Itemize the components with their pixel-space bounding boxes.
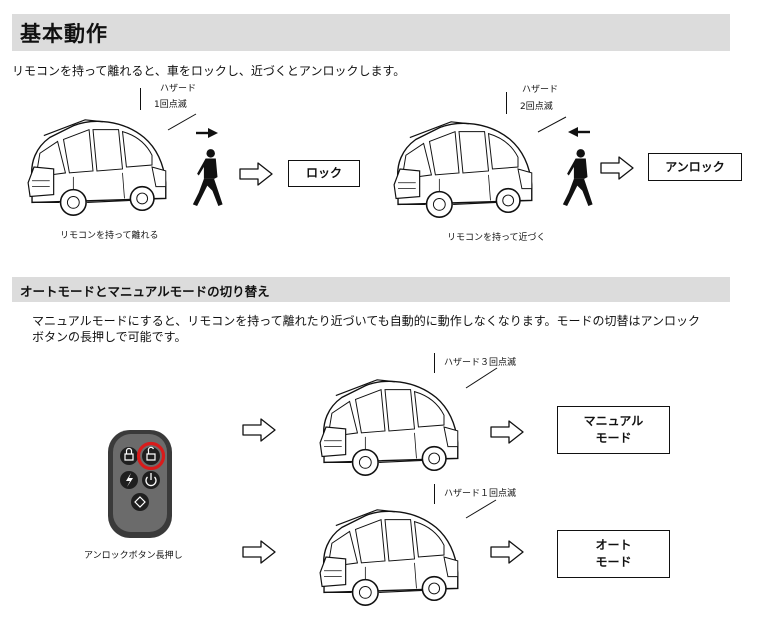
caption-leave: リモコンを持って離れる: [60, 231, 159, 241]
hazard-tick-right: [506, 92, 507, 114]
manual-mode-box: マニュアル モード: [557, 406, 670, 454]
arrow-right-icon: [196, 128, 218, 138]
lock-result-label: ロック: [305, 166, 342, 180]
flow-arrow-icon: [490, 420, 524, 444]
flow-arrow-icon: [239, 162, 273, 186]
hazard-manual-label: ハザード３回点滅: [444, 358, 517, 368]
hazard-count-left: 1回点滅: [154, 100, 187, 110]
manual-mode-line2: モード: [595, 431, 632, 445]
section1-header-bar: [12, 14, 730, 51]
flow-arrow-icon: [600, 156, 634, 180]
hazard-tick-auto: [434, 484, 435, 504]
manual-mode-line1: マニュアル: [583, 414, 644, 428]
section2-title: オートモードとマニュアルモードの切り替え: [20, 284, 270, 299]
van-right: [380, 110, 538, 228]
auto-mode-line2: モード: [595, 555, 632, 569]
section2-description-line1: マニュアルモードにすると、リモコンを持って離れたり近づいても自動的に動作しなくな…: [32, 314, 701, 328]
hazard-auto-label: ハザード１回点滅: [444, 489, 517, 499]
flow-arrow-icon: [490, 540, 524, 564]
van-auto: [306, 498, 464, 616]
section2-description-line2: ボタンの長押しで可能です。: [32, 330, 187, 344]
flow-arrow-icon: [242, 418, 276, 442]
hazard-label-left: ハザード: [160, 84, 197, 94]
van-manual: [306, 368, 464, 486]
unlock-result-label: アンロック: [665, 159, 725, 174]
hazard-label-right: ハザード: [522, 85, 559, 95]
remote-caption: アンロックボタン長押し: [84, 551, 183, 561]
auto-mode-box: オート モード: [557, 530, 670, 578]
section1-title: 基本動作: [20, 22, 108, 46]
section2-header-bar: [12, 277, 730, 302]
hazard-count-right: 2回点滅: [520, 102, 553, 112]
walking-person-icon: [562, 144, 596, 212]
auto-mode-line1: オート: [595, 538, 632, 552]
van-left: [14, 108, 172, 226]
flow-arrow-icon: [242, 540, 276, 564]
unlock-result-box: アンロック: [648, 153, 742, 181]
hazard-tick-left: [140, 88, 141, 110]
walking-person-icon: [192, 144, 226, 212]
section1-intro: リモコンを持って離れると、車をロックし、近づくとアンロックします。: [12, 64, 406, 78]
lock-result-box: ロック: [288, 160, 360, 187]
hazard-tick-manual: [434, 353, 435, 373]
arrow-left-icon: [568, 127, 590, 137]
caption-approach: リモコンを持って近づく: [447, 233, 546, 243]
remote-key-fob: [108, 430, 172, 538]
